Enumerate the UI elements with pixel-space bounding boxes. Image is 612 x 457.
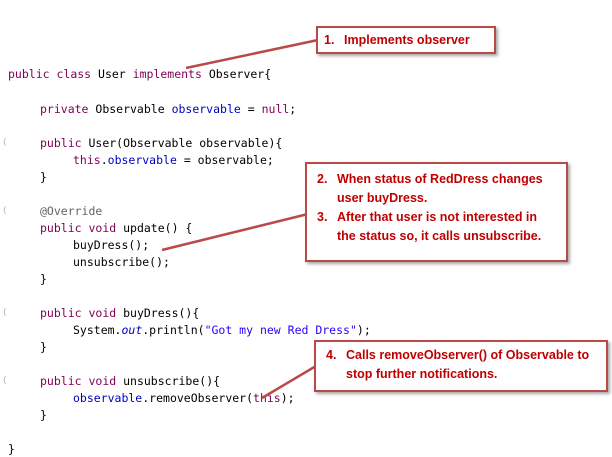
connector-1 bbox=[185, 38, 319, 70]
field-declaration: private Observable observable = null; bbox=[40, 102, 297, 116]
connector-2 bbox=[161, 212, 309, 252]
callout-implements-observer: 1. Implements observer bbox=[316, 26, 496, 54]
fold-marker: ( bbox=[3, 308, 7, 318]
buy-dress-declaration: public void buyDress(){ bbox=[40, 306, 200, 320]
callout-update-explanation: 2. When status of RedDress changes user … bbox=[305, 162, 568, 262]
unsubscribe-declaration: public void unsubscribe(){ bbox=[40, 374, 221, 388]
println-statement: System.out.println("Got my new Red Dress… bbox=[73, 323, 371, 337]
connector-4 bbox=[261, 364, 317, 400]
fold-marker: ( bbox=[3, 206, 7, 216]
override-annotation: @Override bbox=[40, 204, 103, 218]
callout-remove-observer: 4. Calls removeObserver() of Observable … bbox=[314, 340, 608, 392]
fold-marker: ( bbox=[3, 138, 7, 148]
callout-item: 4. Calls removeObserver() of Observable … bbox=[326, 348, 590, 381]
update-declaration: public void update() { bbox=[40, 221, 193, 235]
callout-item: 2. When status of RedDress changes user … bbox=[317, 172, 543, 205]
update-close-brace: } bbox=[40, 272, 47, 286]
constructor-declaration: public User(Observable observable){ bbox=[40, 136, 283, 150]
fold-marker: ( bbox=[3, 376, 7, 386]
unsubscribe-call: unsubscribe(); bbox=[73, 255, 170, 269]
remove-observer-call: observable.removeObserver(this); bbox=[73, 391, 295, 405]
class-close-brace: } bbox=[8, 442, 15, 456]
callout-item: 1. Implements observer bbox=[324, 33, 470, 47]
buy-dress-close-brace: } bbox=[40, 340, 47, 354]
constructor-body: this.observable = observable; bbox=[73, 153, 274, 167]
constructor-close-brace: } bbox=[40, 170, 47, 184]
callout-item: 3. After that user is not interested in … bbox=[317, 210, 542, 243]
class-declaration: public class User implements Observer{ bbox=[8, 67, 272, 81]
unsubscribe-close-brace: } bbox=[40, 408, 47, 422]
buy-dress-call: buyDress(); bbox=[73, 238, 150, 252]
